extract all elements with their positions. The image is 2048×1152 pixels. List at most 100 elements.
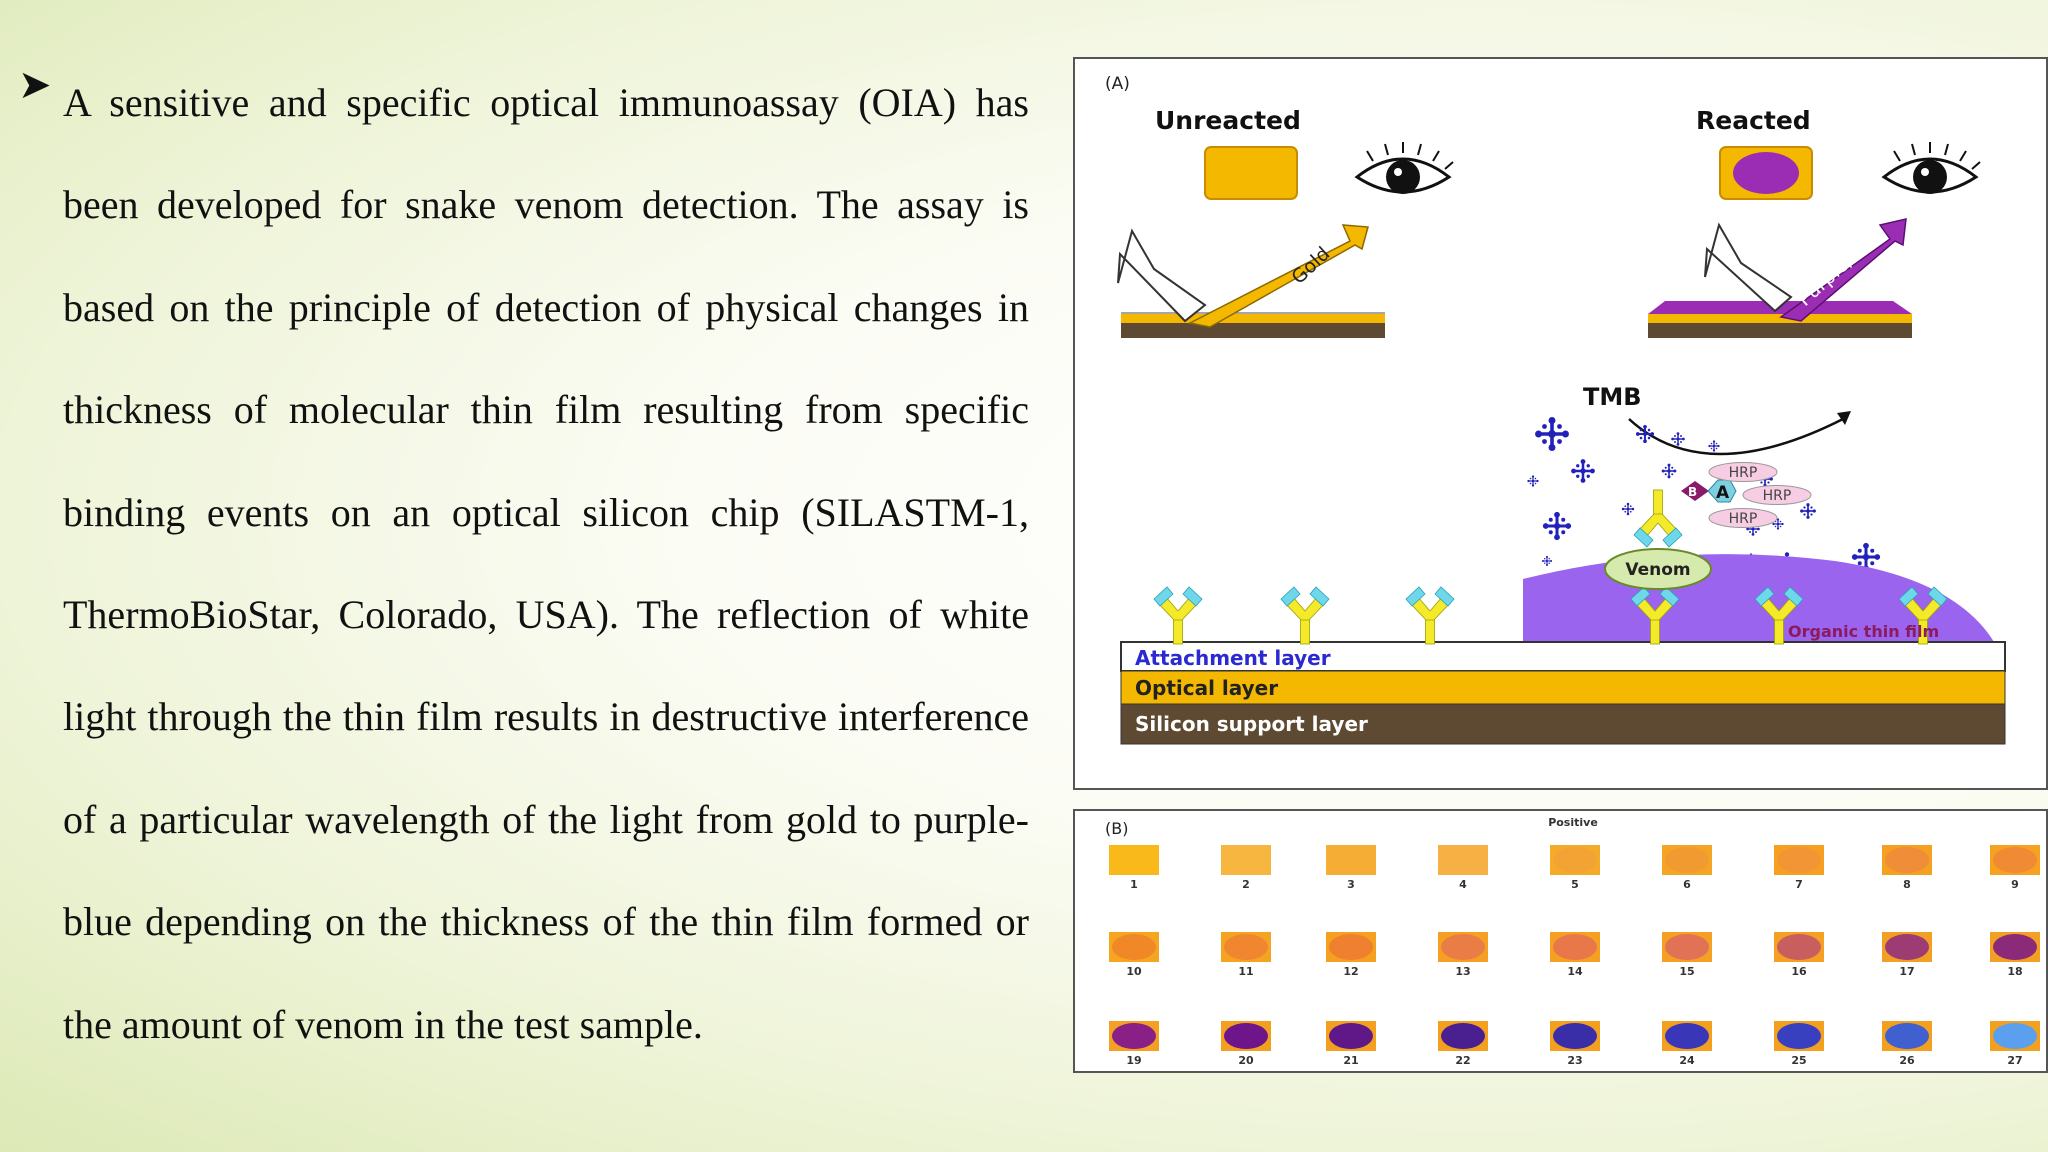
well-number-label: 16 <box>1791 965 1807 978</box>
optical-layer <box>1120 670 2006 705</box>
panel-b-label: (B) <box>1105 819 1128 838</box>
well-number-label: 3 <box>1347 878 1355 891</box>
well-number-label: 26 <box>1899 1054 1915 1067</box>
silicon-support-layer <box>1120 703 2006 745</box>
attachment-layer-label: Attachment layer <box>1135 646 1331 670</box>
antibody-icon <box>1153 586 1203 645</box>
gold-beam-label: Gold <box>1287 243 1334 289</box>
purple-blue-beam-label: Purple/Blue <box>1794 222 1889 311</box>
organic-thin-film-label: Organic thin film <box>1788 622 1939 641</box>
body-paragraph: A sensitive and specific optical immunoa… <box>63 80 1029 1047</box>
assay-well: 8 <box>1882 845 1932 891</box>
assay-well: 18 <box>1990 932 2040 978</box>
incident-light-arrow-icon <box>1704 222 1793 313</box>
hrp-label: HRP <box>1763 488 1792 504</box>
well-number-label: 20 <box>1238 1054 1254 1067</box>
well-number-label: 22 <box>1455 1054 1470 1067</box>
well-number-label: 9 <box>2011 878 2019 891</box>
assay-well: 9 <box>1990 845 2040 891</box>
venom-analyte <box>1604 548 1712 590</box>
assay-well: 21 <box>1326 1021 1376 1067</box>
assay-well: 3 <box>1326 845 1376 891</box>
reacted-title: Reacted <box>1696 106 1811 135</box>
tmb-label: TMB <box>1583 383 1642 411</box>
well-number-label: 12 <box>1343 965 1358 978</box>
well-number-label: 2 <box>1242 878 1250 891</box>
antibody-icon <box>1405 586 1455 645</box>
positive-header: Positive <box>1548 816 1598 829</box>
assay-well: 11 <box>1221 932 1271 978</box>
assay-well: 14 <box>1550 932 1600 978</box>
biotin-label: B <box>1688 485 1697 499</box>
unreacted-chip <box>1121 322 1385 338</box>
panel-a-label: (A) <box>1105 74 1130 94</box>
assay-well: 26 <box>1882 1021 1932 1067</box>
assay-well: 1 <box>1109 845 1159 891</box>
hrp-enzyme <box>1708 462 1778 482</box>
reaction-arrow-icon <box>1628 417 1844 456</box>
well-number-label: 27 <box>2007 1054 2022 1067</box>
well-number-label: 4 <box>1459 878 1467 891</box>
assay-well: 25 <box>1774 1021 1824 1067</box>
eye-icon <box>1882 140 1982 196</box>
assay-well: 6 <box>1662 845 1712 891</box>
immunoassay-diagram: (A) Unreacted Gold Reacted Purple/Blue T… <box>1105 74 2006 745</box>
hrp-enzyme <box>1708 508 1778 528</box>
well-number-label: 19 <box>1126 1054 1141 1067</box>
antibody-icon <box>1280 586 1330 645</box>
assay-well: 19 <box>1109 1021 1159 1067</box>
assay-well: 20 <box>1221 1021 1271 1067</box>
reacted-chip <box>1648 322 1912 338</box>
avidin-label: A <box>1716 483 1730 503</box>
unreacted-title: Unreacted <box>1155 106 1301 135</box>
gold-reflection-arrow <box>1187 224 1369 328</box>
figure-panel-a: (A) Unreacted Gold Reacted Purple/Blue T… <box>1073 57 2048 790</box>
assay-well: 13 <box>1438 932 1488 978</box>
silicon-layer-label: Silicon support layer <box>1135 712 1368 736</box>
hrp-label: HRP <box>1729 465 1758 481</box>
well-number-label: 6 <box>1683 878 1691 891</box>
incident-light-arrow-icon <box>1117 228 1207 323</box>
assay-well: 10 <box>1109 932 1159 978</box>
hrp-label: HRP <box>1729 511 1758 527</box>
assay-well: 15 <box>1662 932 1712 978</box>
well-number-label: 17 <box>1899 965 1914 978</box>
biotin-marker <box>1681 481 1709 501</box>
well-number-label: 10 <box>1126 965 1142 978</box>
purple-blue-reflection-arrow <box>1779 218 1907 322</box>
detection-antibody-icon <box>1633 489 1683 548</box>
well-number-label: 24 <box>1679 1054 1695 1067</box>
well-number-label: 14 <box>1567 965 1583 978</box>
assay-well: 12 <box>1326 932 1376 978</box>
well-number-label: 23 <box>1567 1054 1582 1067</box>
assay-well: 16 <box>1774 932 1824 978</box>
assay-well: 22 <box>1438 1021 1488 1067</box>
well-number-label: 25 <box>1791 1054 1806 1067</box>
well-number-label: 8 <box>1903 878 1911 891</box>
assay-well: 17 <box>1882 932 1932 978</box>
assay-well: 23 <box>1550 1021 1600 1067</box>
well-number-label: 7 <box>1795 878 1803 891</box>
well-number-label: 13 <box>1455 965 1470 978</box>
well-number-label: 21 <box>1343 1054 1358 1067</box>
avidin-marker <box>1707 479 1737 503</box>
venom-label: Venom <box>1625 560 1690 580</box>
assay-well: 7 <box>1774 845 1824 891</box>
well-number-label: 11 <box>1238 965 1253 978</box>
well-number-label: 1 <box>1130 878 1138 891</box>
assay-well: 2 <box>1221 845 1271 891</box>
assay-well: 5 <box>1550 845 1600 891</box>
well-number-label: 5 <box>1571 878 1579 891</box>
eye-icon <box>1355 140 1455 196</box>
well-number-label: 18 <box>2007 965 2022 978</box>
well-number-label: 15 <box>1679 965 1694 978</box>
hrp-enzyme <box>1742 485 1812 505</box>
assay-well: 24 <box>1662 1021 1712 1067</box>
assay-well: 27 <box>1990 1021 2040 1067</box>
unreacted-swatch <box>1204 146 1298 200</box>
arrowhead-bullet-icon: ➤ <box>18 62 52 108</box>
assay-well: 4 <box>1438 845 1488 891</box>
optical-layer-label: Optical layer <box>1135 676 1278 700</box>
